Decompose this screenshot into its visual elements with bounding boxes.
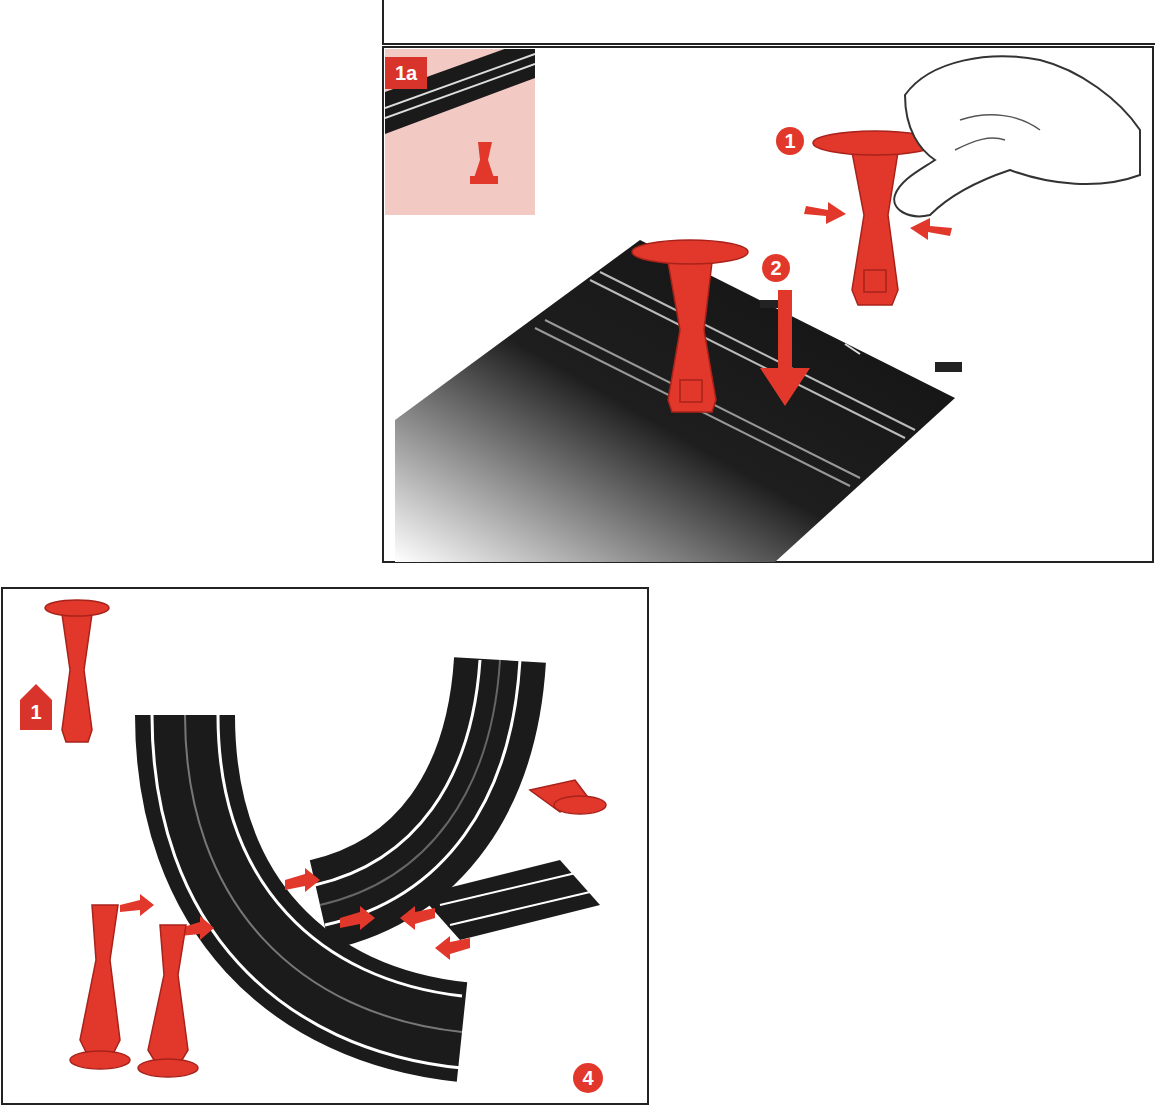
callout-number: 4 [582, 1068, 593, 1088]
callout-number: 1 [784, 131, 795, 151]
inset-label: 1a [395, 63, 417, 83]
step-label: 1 [30, 702, 41, 722]
callout-number: 2 [770, 258, 781, 278]
